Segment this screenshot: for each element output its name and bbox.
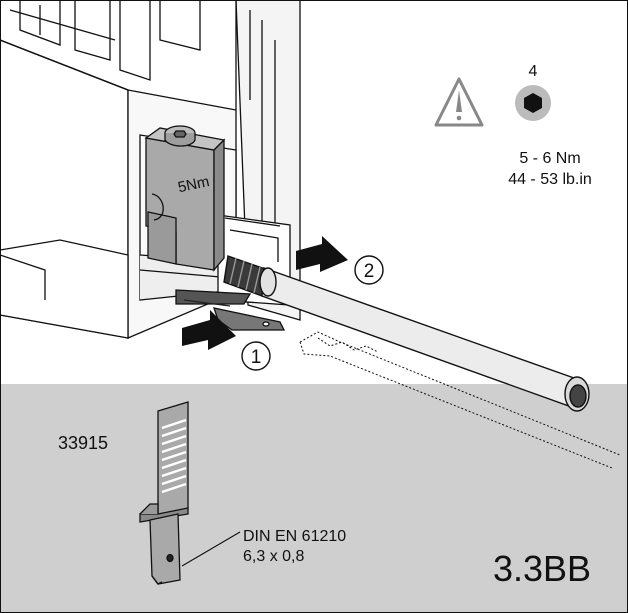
figure-id: 3.3BB [493, 548, 592, 589]
cable-alternate-position [299, 331, 621, 469]
step-1-number: 1 [251, 347, 262, 368]
hex-key-size: 4 [528, 63, 538, 80]
hex-key-icon [515, 85, 551, 121]
warning-triangle-icon [434, 77, 484, 127]
terminal-clamp [144, 125, 226, 272]
flat-terminal-inserted [175, 289, 286, 331]
flat-terminal-part [139, 401, 189, 585]
step-2-callout: 2 [354, 255, 384, 285]
part-standard: DIN EN 61210 [243, 528, 347, 545]
torque-metric: 5 - 6 Nm [519, 150, 581, 167]
cable [223, 255, 590, 412]
clamp-torque-marking: 5Nm [176, 173, 211, 196]
insert-arrow-1 [182, 310, 236, 350]
torque-imperial: 44 - 53 lb.in [508, 171, 592, 188]
step-2-number: 2 [364, 261, 375, 282]
detail-panel-background [1, 384, 627, 612]
insert-arrow-2 [296, 236, 348, 272]
step-1-callout: 1 [241, 341, 271, 371]
part-leader-line [181, 531, 241, 567]
part-dimensions: 6,3 x 0,8 [243, 548, 305, 565]
part-number: 33915 [58, 433, 109, 453]
